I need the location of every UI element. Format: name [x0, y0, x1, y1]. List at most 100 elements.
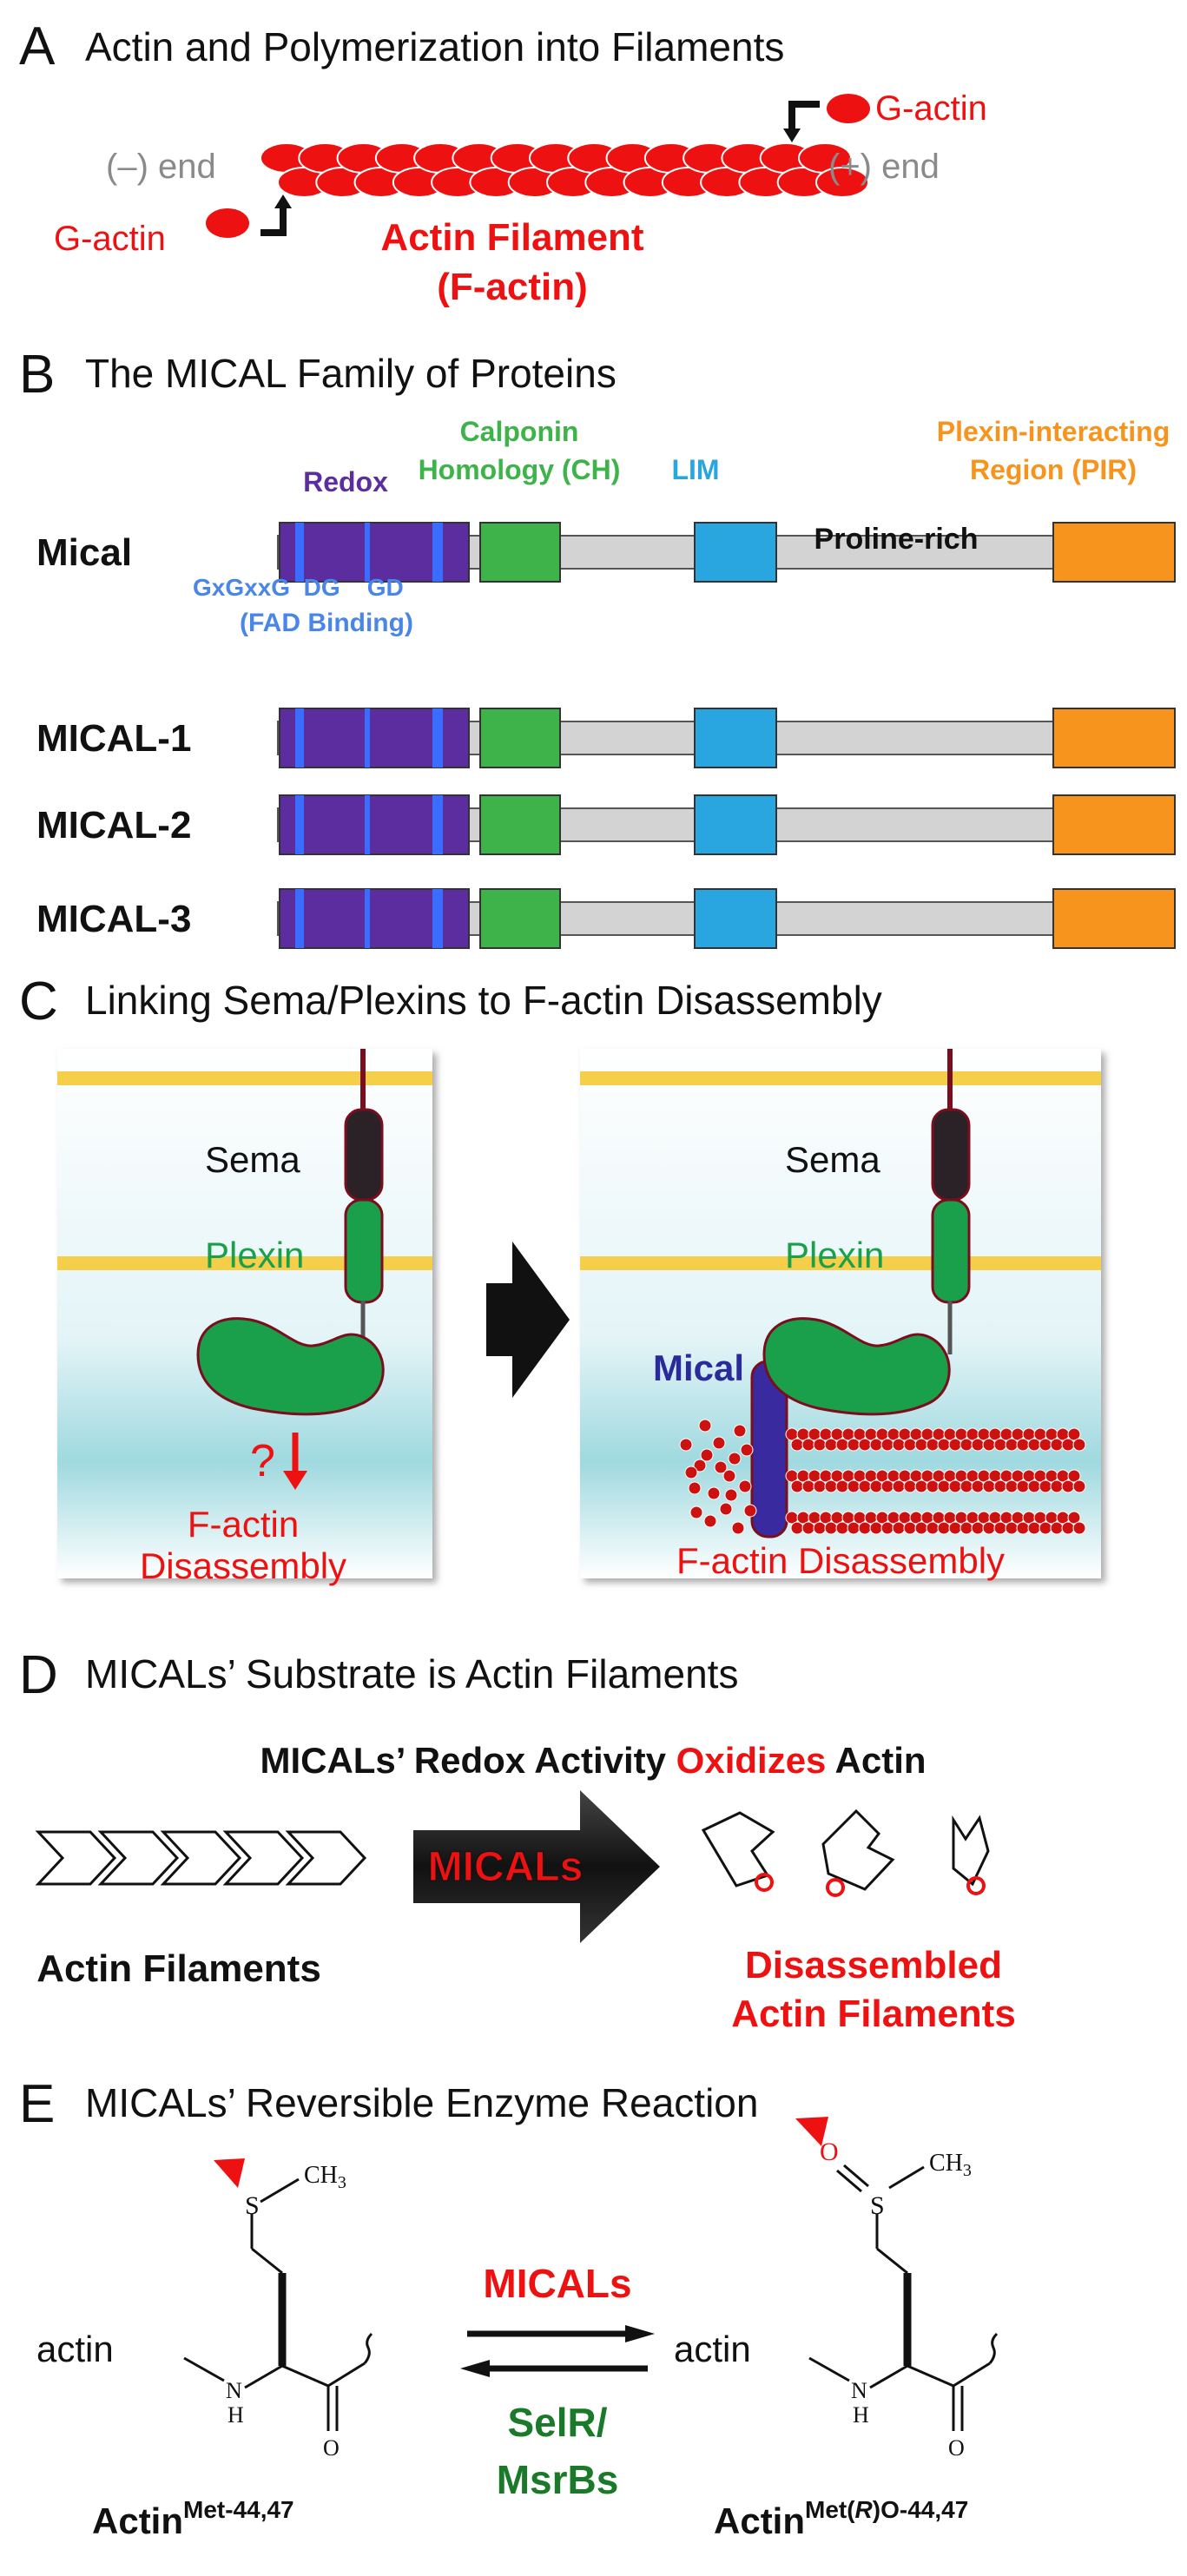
panel-c: C Linking Sema/Plexins to F-actin Disass… — [19, 972, 1101, 1586]
pir-label-line2: Region (PIR) — [970, 454, 1137, 485]
actin-monomer-dot — [689, 1505, 703, 1519]
g-actin-left-arrow — [260, 205, 287, 236]
o-atom-right: O — [820, 2138, 839, 2166]
actin-monomer-dot — [724, 1488, 738, 1502]
proline-rich-label: Proline-rich — [814, 523, 979, 556]
actin-monomer-dot — [707, 1486, 721, 1500]
question-mark: ? — [250, 1436, 275, 1486]
actin-monomer-dot — [743, 1504, 757, 1518]
panel-c-after-cell: Sema Plexin Mical F-actin Disassembly — [580, 1049, 1101, 1581]
actin-monomer-dot — [719, 1502, 733, 1516]
sema-label-left: Sema — [205, 1139, 300, 1180]
motif-label: GxGxxG DG GD — [193, 574, 404, 601]
panel-e: E MICALs’ Reversible Enzyme Reaction S C… — [19, 2074, 999, 2541]
membrane-inner-left — [57, 1256, 432, 1270]
fad-motif-stripe — [432, 708, 443, 768]
actin-right: actin — [674, 2329, 751, 2369]
panel-c-letter: C — [19, 972, 58, 1031]
actin-subunit-chevron — [160, 1830, 242, 1886]
methionine-structure — [183, 2177, 373, 2431]
pir-domain — [1052, 888, 1176, 949]
actin-monomer-dot — [703, 1514, 717, 1528]
actin-monomer-dot — [693, 1459, 707, 1472]
panel-c-before-cell: Sema Plexin ? F-actin Disassembly — [57, 1049, 432, 1586]
panel-c-title: Linking Sema/Plexins to F-actin Disassem… — [85, 978, 882, 1023]
actin-monomer-dot — [712, 1436, 726, 1450]
actin-monomer-dot — [698, 1419, 712, 1433]
oxidized-actin-subunits — [701, 1808, 990, 1897]
actin-monomer-dot — [740, 1443, 754, 1457]
o-right: O — [948, 2435, 965, 2461]
pir-domain — [1052, 794, 1176, 855]
g-actin-left-label: G-actin — [54, 220, 166, 258]
f-actin-strand — [785, 1511, 1086, 1535]
fad-binding-label: (FAD Binding) — [240, 609, 413, 637]
f-actin-filaments — [785, 1427, 1086, 1535]
actin-monomer-dot — [1072, 1521, 1086, 1535]
actin-monomer-dot — [738, 1479, 752, 1493]
ch-domain — [479, 794, 561, 855]
plexin-cytoplasmic-right — [762, 1317, 951, 1416]
left-molecule-name: ActinMet-44,47 — [92, 2496, 294, 2541]
disassembly-right: F-actin Disassembly — [676, 1540, 1005, 1581]
transition-arrow — [486, 1242, 570, 1398]
sema-shape-right — [931, 1108, 971, 1202]
redox-label: Redox — [303, 466, 388, 497]
micals-arrow-label: MICALs — [428, 1844, 584, 1890]
panel-a: A Actin and Polymerization into Filament… — [19, 16, 987, 308]
ch-domain — [479, 888, 561, 949]
lim-domain — [694, 888, 777, 949]
f-actin-strand — [785, 1427, 1086, 1452]
panel-a-title: Actin and Polymerization into Filaments — [85, 24, 784, 69]
lim-domain — [694, 794, 777, 855]
actin-monomer-dot — [733, 1424, 747, 1438]
methionine-sulfoxide-structure — [808, 2164, 999, 2431]
protein-row: Mical — [36, 522, 1176, 583]
protein-row: MICAL-2 — [36, 794, 1176, 855]
membrane-outer-right — [580, 1071, 1101, 1085]
actin-monomer-dot — [1067, 1469, 1081, 1483]
f-actin-strand — [785, 1469, 1086, 1493]
actin-monomer-dot — [1072, 1438, 1086, 1452]
micals-arrow — [413, 1790, 660, 1943]
fad-motif-stripe — [432, 523, 443, 582]
actin-monomer — [815, 167, 869, 198]
panel-b-letter: B — [19, 345, 55, 405]
protein-name: MICAL-2 — [36, 804, 191, 847]
actin-monomer-dot — [1072, 1479, 1086, 1493]
red-pointer-right — [795, 2117, 828, 2146]
h-left: H — [228, 2402, 244, 2428]
fad-motif-stripe — [295, 889, 304, 948]
disassembled-actin-dots — [679, 1419, 757, 1535]
protein-row: MICAL-3 — [36, 888, 1176, 949]
plexin-shape-left — [344, 1198, 384, 1304]
panel-a-letter: A — [19, 16, 56, 76]
protein-name: Mical — [36, 531, 132, 574]
membrane-outer-left — [57, 1071, 432, 1085]
actin-monomer-dot — [728, 1452, 742, 1466]
mical-label: Mical — [653, 1347, 744, 1388]
plexin-cytoplasmic-left — [196, 1317, 385, 1416]
panel-d-title: MICALs’ Substrate is Actin Filaments — [85, 1651, 738, 1696]
panel-b: B The MICAL Family of Proteins Redox Cal… — [19, 345, 1176, 949]
actin-monomer-dot — [722, 1469, 736, 1483]
plus-end-label: (+) end — [828, 148, 940, 186]
o-left: O — [323, 2435, 340, 2461]
actin-subunit-chevron — [97, 1830, 180, 1886]
actin-monomer-dot — [714, 1460, 728, 1474]
actin-left: actin — [36, 2329, 114, 2369]
plexin-label-right: Plexin — [785, 1235, 884, 1275]
s-atom-right: S — [870, 2191, 885, 2220]
h-right: H — [853, 2402, 869, 2428]
panel-b-title: The MICAL Family of Proteins — [85, 351, 617, 396]
fad-motif-stripe — [432, 889, 443, 948]
panel-d: D MICALs’ Substrate is Actin Filaments M… — [19, 1645, 1016, 2035]
actin-monomer-dot — [1067, 1511, 1081, 1525]
fad-motif-stripe — [295, 795, 304, 854]
panel-e-letter: E — [19, 2074, 55, 2134]
reverse-label-line2: MsrBs — [497, 2457, 619, 2502]
panel-d-subtitle: MICALs’ Redox Activity Oxidizes Actin — [260, 1740, 926, 1781]
forward-label: MICALs — [483, 2261, 631, 2306]
disassembled-label-line2: Actin Filaments — [731, 1993, 1016, 2035]
